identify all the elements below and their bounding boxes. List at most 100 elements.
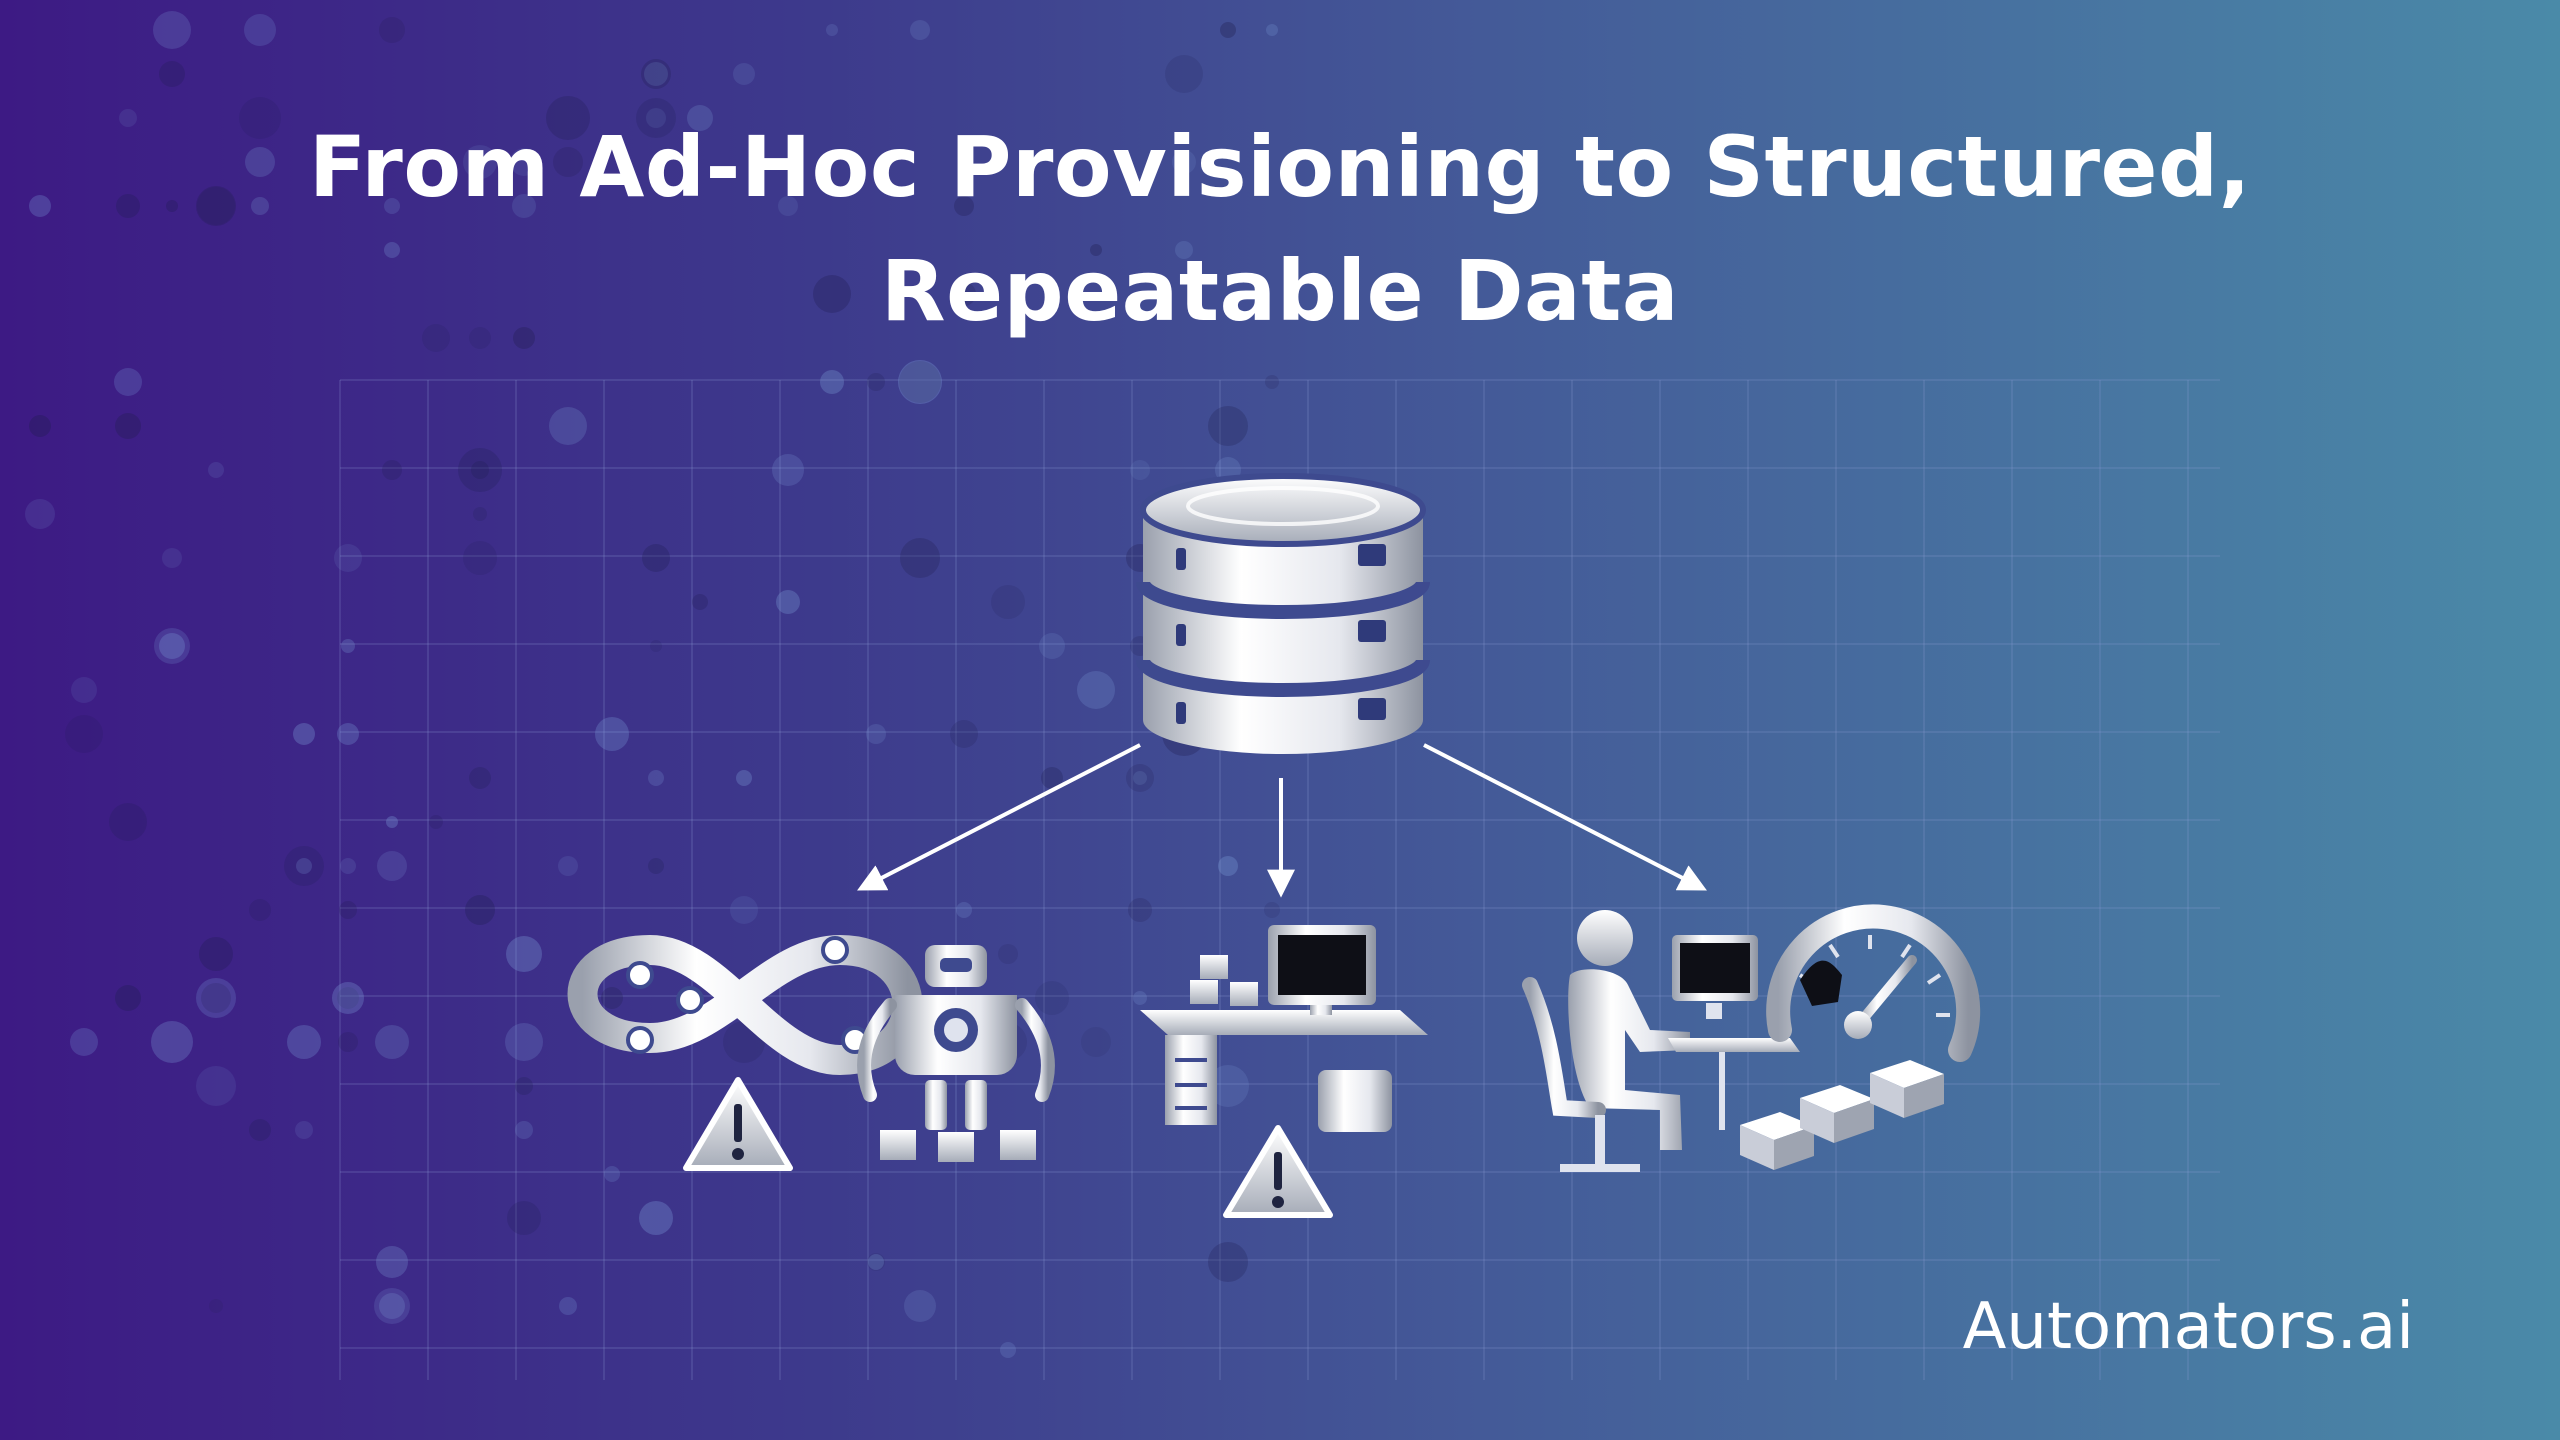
- background-dot: [1218, 856, 1238, 876]
- background-dot: [687, 105, 713, 131]
- background-dot: [116, 194, 140, 218]
- background-dot: [595, 717, 629, 751]
- background-dot: [469, 327, 491, 349]
- background-dot: [244, 14, 276, 46]
- background-dot: [1133, 771, 1147, 785]
- background-dot: [867, 1253, 885, 1271]
- background-dot: [650, 640, 662, 652]
- background-dot: [513, 327, 535, 349]
- background-dot: [115, 985, 141, 1011]
- background-dot: [826, 24, 838, 36]
- background-dot: [898, 360, 942, 404]
- background-dot: [422, 324, 450, 352]
- background-dot: [119, 109, 137, 127]
- background-dot: [549, 407, 587, 445]
- page-title-line-1: From Ad-Hoc Provisioning to Structured,: [308, 118, 2252, 216]
- background-dot: [65, 715, 103, 753]
- background-dot: [1265, 375, 1279, 389]
- background-dot: [642, 544, 670, 572]
- robot-icon: [857, 945, 1055, 1162]
- warning-icon: [1223, 1125, 1333, 1218]
- background-dot: [469, 767, 491, 789]
- person-at-computer-icon: [1522, 910, 1800, 1172]
- background-dot: [558, 856, 578, 876]
- background-dot: [604, 1166, 620, 1182]
- background-dot: [458, 448, 502, 492]
- background-dot: [1081, 1027, 1111, 1057]
- background-dot: [197, 187, 235, 225]
- background-dot: [374, 1288, 410, 1324]
- background-dot: [733, 63, 755, 85]
- background-dot: [512, 194, 536, 218]
- background-dot: [1220, 22, 1236, 38]
- background-dot: [341, 639, 355, 653]
- background-dot: [384, 198, 400, 214]
- background-dot: [154, 628, 190, 664]
- background-dot: [553, 147, 583, 177]
- background-dot: [379, 1293, 405, 1319]
- background-dot: [776, 590, 800, 614]
- arrow-left: [857, 743, 1141, 891]
- background-dot: [813, 275, 851, 313]
- background-dot: [463, 541, 497, 575]
- background-dot: [1039, 633, 1065, 659]
- background-dot: [546, 96, 590, 140]
- background-dot: [636, 98, 676, 138]
- background-dot: [904, 1290, 936, 1322]
- background-dot: [1090, 244, 1102, 256]
- background-dot: [866, 724, 886, 744]
- background-dot: [991, 585, 1025, 619]
- background-dot: [338, 1032, 358, 1052]
- background-dot: [1266, 24, 1278, 36]
- background-dot: [639, 1201, 673, 1235]
- infinity-cycle-icon: [567, 934, 923, 1076]
- background-dot: [166, 200, 178, 212]
- background-dot: [209, 1299, 223, 1313]
- background-dot: [377, 851, 407, 881]
- background-dot: [998, 944, 1018, 964]
- background-dot: [692, 594, 708, 610]
- arrow-right: [1423, 743, 1707, 891]
- background-dot: [334, 544, 362, 572]
- background-dot: [1133, 991, 1147, 1005]
- background-dot: [249, 899, 271, 921]
- background-dot: [249, 1119, 271, 1141]
- background-dot: [25, 499, 55, 529]
- background-dot: [648, 858, 664, 874]
- background-dot: [950, 720, 978, 748]
- background-dot: [339, 901, 357, 919]
- background-dot: [159, 61, 185, 87]
- background-dot: [196, 186, 236, 226]
- background-dot: [429, 815, 443, 829]
- background-dot: [284, 846, 324, 886]
- background-dot: [1165, 55, 1203, 93]
- background-dot: [1000, 1342, 1016, 1358]
- warning-icon: [683, 1077, 793, 1171]
- background-dot: [109, 803, 147, 841]
- background-dot: [956, 902, 972, 918]
- background-dot: [1264, 902, 1280, 918]
- background-dot: [910, 20, 930, 40]
- background-dot: [736, 770, 752, 786]
- background-dot: [1130, 460, 1150, 480]
- background-dot: [954, 196, 974, 216]
- background-dot: [1172, 150, 1196, 174]
- background-dot: [337, 723, 359, 745]
- background-dot: [114, 368, 142, 396]
- background-dot: [296, 858, 312, 874]
- background-dot: [473, 507, 487, 521]
- background-dot: [507, 1201, 541, 1235]
- background-dot: [162, 548, 182, 568]
- database-icon: [1136, 473, 1430, 754]
- background-dot: [471, 461, 489, 479]
- background-dot: [196, 978, 236, 1018]
- background-dot: [900, 538, 940, 578]
- background-dot: [70, 1028, 98, 1056]
- background-dot: [379, 17, 405, 43]
- background-dot: [952, 282, 976, 306]
- background-dot: [375, 1025, 409, 1059]
- background-dot: [251, 197, 269, 215]
- background-dot: [510, 148, 538, 176]
- background-dot: [646, 108, 666, 128]
